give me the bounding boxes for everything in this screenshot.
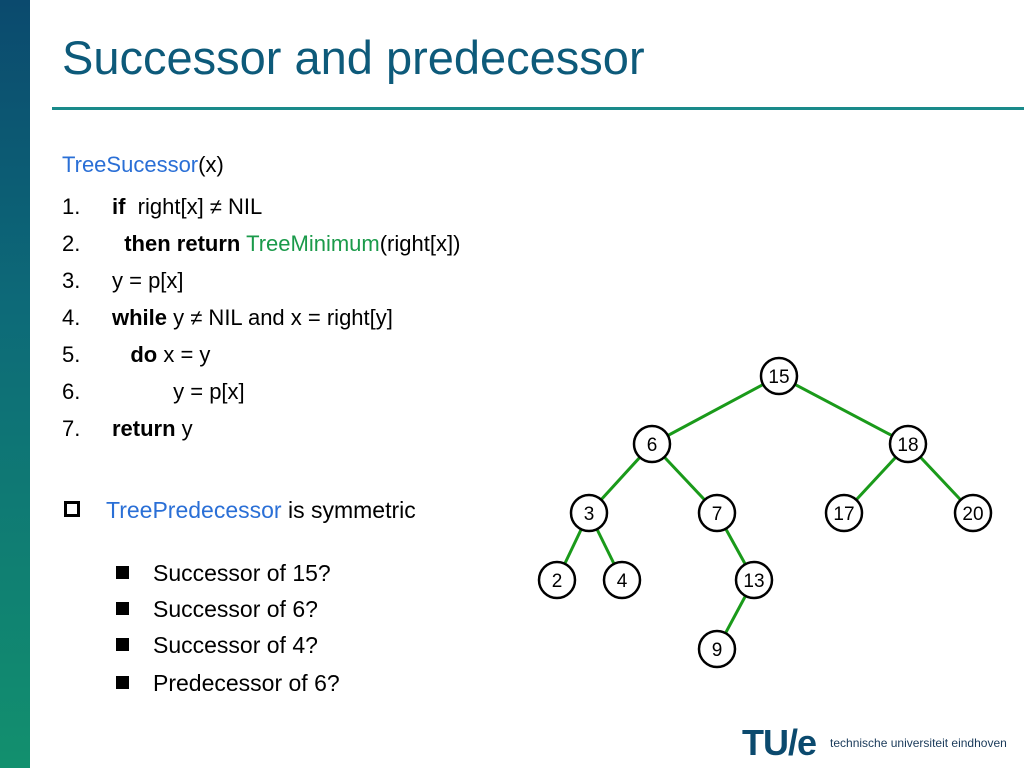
predecessor-fn-name: TreePredecessor (106, 497, 282, 523)
tree-node-9: 9 (697, 629, 737, 669)
code-text: x = y (157, 342, 211, 367)
line-number: 1. (62, 194, 81, 219)
line-number: 2. (62, 231, 81, 256)
node-circle (824, 493, 864, 533)
line-number: 3. (62, 268, 81, 293)
node-circle (569, 493, 609, 533)
tree-node-2: 2 (537, 560, 577, 600)
node-label: 20 (962, 504, 983, 525)
code-text: y = p[x] (112, 379, 245, 404)
question-text: Successor of 6? (153, 596, 318, 622)
keyword: if (112, 194, 126, 219)
keyword: return (112, 416, 176, 441)
tree-node-13: 13 (734, 560, 774, 600)
tree-node-18: 18 (888, 424, 928, 464)
filled-square-bullet-icon (116, 638, 129, 651)
line-number: 5. (62, 342, 81, 367)
tree-node-3: 3 (569, 493, 609, 533)
title-divider (52, 107, 1024, 110)
procedure-name: TreeSucessor (62, 152, 199, 177)
list-item: Predecessor of 6? (116, 670, 340, 700)
slide-title: Successor and predecessor (62, 31, 645, 84)
bullet-text: is symmetric (281, 497, 416, 523)
node-label: 3 (584, 504, 595, 525)
predecessor-bullet: TreePredecessor is symmetric (64, 497, 416, 524)
code-text: (right[x]) (379, 231, 461, 256)
list-item: Successor of 6? (116, 596, 318, 626)
node-label: 15 (768, 367, 789, 388)
keyword: then return (124, 231, 241, 256)
node-circle (697, 493, 737, 533)
node-label: 6 (647, 435, 658, 456)
node-label: 18 (897, 435, 918, 456)
tue-logo-mark: TU/e (742, 722, 817, 763)
code-text: y (175, 416, 193, 441)
tree-edge-15-18 (778, 374, 909, 446)
code-text: y ≠ NIL and x = right[y] (167, 305, 393, 330)
keyword: do (130, 342, 158, 367)
node-circle (734, 560, 774, 600)
question-text: Successor of 4? (153, 632, 318, 658)
university-logo: TU/e technische universiteit eindhoven (742, 722, 1007, 763)
node-circle (537, 560, 577, 600)
procedure-signature: TreeSucessor(x) (62, 152, 224, 178)
node-circle (759, 356, 799, 396)
tree-node-17: 17 (824, 493, 864, 533)
tree-node-7: 7 (697, 493, 737, 533)
node-circle (697, 629, 737, 669)
university-name: technische universiteit eindhoven (830, 736, 1007, 750)
node-label: 17 (833, 504, 854, 525)
node-label: 9 (712, 640, 723, 661)
node-circle (632, 424, 672, 464)
question-text: Successor of 15? (153, 560, 331, 586)
filled-square-bullet-icon (116, 602, 129, 615)
tree-node-15: 15 (759, 356, 799, 396)
side-accent-bar (0, 0, 30, 768)
tree-node-4: 4 (602, 560, 642, 600)
question-text: Predecessor of 6? (153, 670, 340, 696)
tree-node-20: 20 (953, 493, 993, 533)
node-circle (953, 493, 993, 533)
function-name: TreeMinimum (246, 231, 380, 256)
filled-square-bullet-icon (116, 566, 129, 579)
node-label: 4 (617, 571, 628, 592)
filled-square-bullet-icon (116, 676, 129, 689)
line-number: 6. (62, 379, 81, 404)
node-circle (602, 560, 642, 600)
list-item: Successor of 15? (116, 560, 331, 590)
node-label: 13 (743, 571, 764, 592)
tree-edge-15-6 (651, 374, 780, 446)
hollow-square-bullet-icon (64, 501, 80, 517)
line-number: 4. (62, 305, 81, 330)
keyword: while (112, 305, 168, 330)
list-item: Successor of 4? (116, 632, 318, 662)
code-text: y = p[x] (112, 268, 184, 293)
code-text: right[x] ≠ NIL (125, 194, 263, 219)
procedure-args: (x) (198, 152, 224, 177)
node-label: 2 (552, 571, 563, 592)
node-label: 7 (712, 504, 723, 525)
line-number: 7. (62, 416, 81, 441)
node-circle (888, 424, 928, 464)
tree-node-6: 6 (632, 424, 672, 464)
